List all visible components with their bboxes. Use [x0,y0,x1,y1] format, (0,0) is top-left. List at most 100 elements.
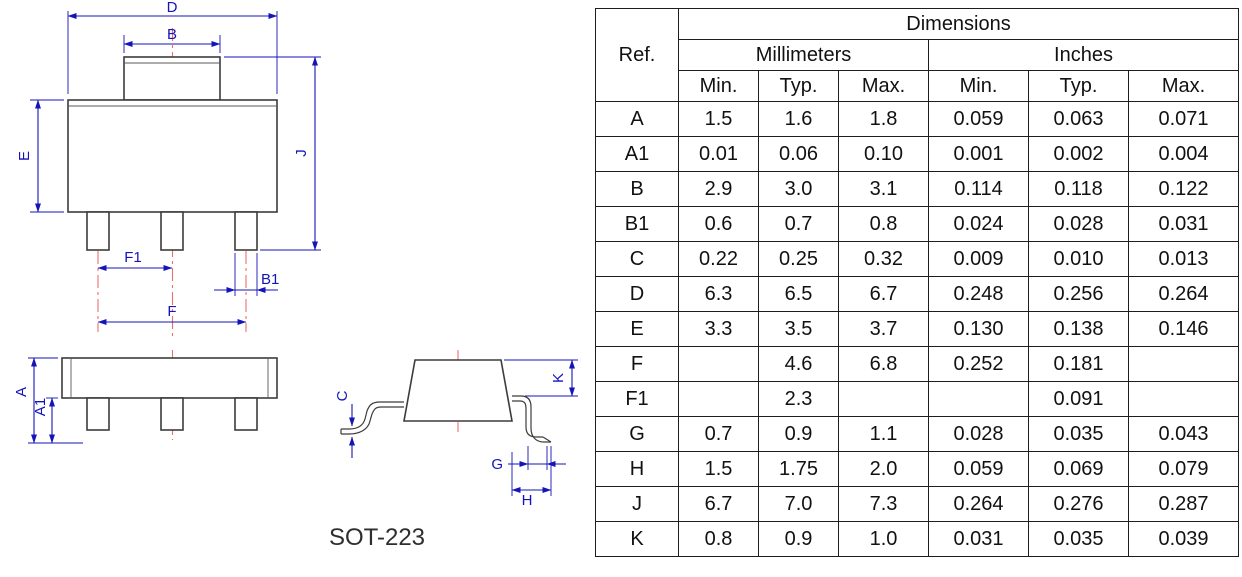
dim-label-A1: A1 [32,398,49,416]
value-cell: 0.264 [928,486,1029,522]
ref-cell: K [595,521,679,557]
col-header-mm-typ: Typ. [758,70,839,102]
value-cell: 3.3 [678,311,759,347]
value-cell: 2.9 [678,171,759,207]
value-cell [838,381,929,417]
value-cell [678,346,759,382]
value-cell: 0.114 [928,171,1029,207]
value-cell: 0.01 [678,136,759,172]
value-cell: 0.118 [1028,171,1129,207]
lead [160,211,184,251]
value-cell: 3.1 [838,171,929,207]
col-header-mm-min: Min. [678,70,759,102]
value-cell: 0.181 [1028,346,1129,382]
package-body-end [403,359,513,422]
value-cell: 0.031 [1127,206,1240,242]
ref-header-cell: Ref. [595,8,679,102]
value-cell: 0.256 [1028,276,1129,312]
value-cell: 0.024 [928,206,1029,242]
dimensions-table-grid: Ref. Dimensions Millimeters Inches Min. … [595,8,1240,557]
ref-cell: G [595,416,679,452]
value-cell: 0.059 [928,451,1029,487]
value-cell: 0.22 [678,241,759,277]
value-cell: 1.5 [678,101,759,137]
ref-cell: A1 [595,136,679,172]
ref-cell: J [595,486,679,522]
value-cell: 0.010 [1028,241,1129,277]
value-cell: 2.0 [838,451,929,487]
lead [160,397,184,431]
col-header-in-max: Max. [1127,70,1240,102]
unit-header-inches: Inches [927,39,1240,71]
value-cell: 6.8 [838,346,929,382]
value-cell: 0.043 [1127,416,1240,452]
dim-label-H: H [522,492,533,509]
value-cell: 0.25 [758,241,839,277]
value-cell [678,381,759,417]
value-cell: 0.138 [1028,311,1129,347]
value-cell: 0.10 [838,136,929,172]
dim-label-E: E [16,151,33,161]
dim-label-B1: B1 [261,271,279,288]
value-cell: 0.009 [928,241,1029,277]
value-cell: 0.248 [928,276,1029,312]
profile-view: C K G H [334,350,578,509]
value-cell: 0.069 [1028,451,1129,487]
value-cell: 0.7 [678,416,759,452]
lead [234,397,258,431]
lead-profile [341,401,404,430]
ref-cell: B1 [595,206,679,242]
value-cell: 0.130 [928,311,1029,347]
value-cell: 2.3 [758,381,839,417]
ref-cell: F1 [595,381,679,417]
dim-label-D: D [167,0,178,16]
dim-label-B: B [167,26,177,43]
value-cell: 1.75 [758,451,839,487]
ref-cell: E [595,311,679,347]
value-cell: 7.0 [758,486,839,522]
lead-profile [341,406,404,435]
value-cell [928,381,1029,417]
value-cell: 0.059 [928,101,1029,137]
ref-cell: H [595,451,679,487]
value-cell: 4.6 [758,346,839,382]
value-cell: 0.035 [1028,521,1129,557]
value-cell: 6.3 [678,276,759,312]
dimensions-table: Ref. Dimensions Millimeters Inches Min. … [595,8,1240,557]
value-cell: 0.063 [1028,101,1129,137]
package-name-caption: SOT-223 [329,524,425,551]
value-cell: 0.8 [678,521,759,557]
value-cell: 0.071 [1127,101,1240,137]
dim-label-G: G [491,456,503,473]
value-cell: 1.6 [758,101,839,137]
ref-cell: A [595,101,679,137]
package-body-side [61,357,278,399]
ref-cell: C [595,241,679,277]
top-view: D B E J F1 B1 [16,0,321,336]
value-cell: 0.013 [1127,241,1240,277]
value-cell: 0.028 [1028,206,1129,242]
value-cell: 1.1 [838,416,929,452]
value-cell: 0.287 [1127,486,1240,522]
value-cell: 0.7 [758,206,839,242]
ref-cell: D [595,276,679,312]
value-cell: 0.9 [758,521,839,557]
col-header-in-min: Min. [928,70,1029,102]
value-cell: 6.5 [758,276,839,312]
value-cell: 0.8 [838,206,929,242]
lead-profile [542,436,552,443]
dim-label-K: K [550,373,567,383]
value-cell: 1.8 [838,101,929,137]
value-cell: 0.002 [1028,136,1129,172]
value-cell: 0.079 [1127,451,1240,487]
